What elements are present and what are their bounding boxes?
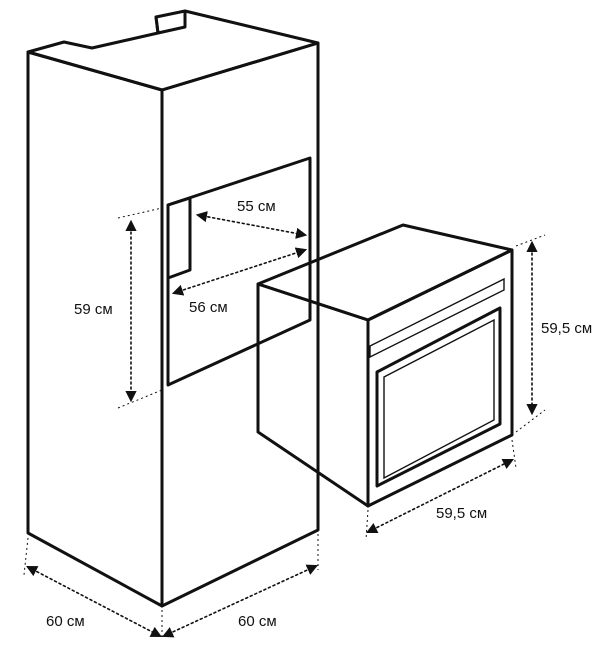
oven-door-window — [375, 306, 502, 488]
niche-height-extension-top — [117, 207, 163, 219]
cabinet-depth-label: 60 см — [46, 613, 85, 630]
niche-height-extension-bottom — [117, 389, 163, 409]
oven-width-dimension — [365, 458, 515, 534]
cabinet-front-face — [160, 41, 320, 608]
cabinet-side-face — [26, 50, 164, 608]
dimension-labels: 55 см 56 см 59 см 59,5 см 59,5 см 60 см … — [46, 198, 592, 630]
oven-front-face — [366, 248, 514, 508]
niche-depth-dimension — [195, 211, 308, 239]
oven-width-label: 59,5 см — [436, 505, 487, 522]
cabinet-top-notch — [154, 9, 187, 35]
oven-control-strip — [369, 277, 505, 359]
oven-side-face — [256, 282, 370, 508]
niche-width-label: 56 см — [189, 299, 228, 316]
niche-inner-wall — [166, 196, 192, 280]
oven-height-extension-bottom — [515, 409, 546, 433]
oven-height-extension-top — [515, 234, 546, 247]
dimensions — [23, 207, 546, 640]
cabinet-width-dimension — [161, 564, 319, 638]
oven-door-inner-frame — [383, 318, 495, 480]
oven — [256, 223, 514, 508]
oven-width-extension-left — [365, 509, 369, 541]
niche-depth-label: 55 см — [237, 198, 276, 215]
cabinet — [26, 9, 320, 608]
cabinet-top-face — [26, 9, 320, 92]
niche-opening — [166, 156, 312, 387]
niche-width-dimension — [171, 247, 308, 296]
cabinet-depth-dimension — [26, 565, 162, 638]
cabinet-depth-extension — [23, 537, 29, 576]
cabinet-width-label: 60 см — [238, 613, 277, 630]
niche-height-label: 59 см — [74, 301, 113, 318]
oven-width-extension-right — [511, 439, 517, 469]
oven-height-label: 59,5 см — [541, 320, 592, 337]
